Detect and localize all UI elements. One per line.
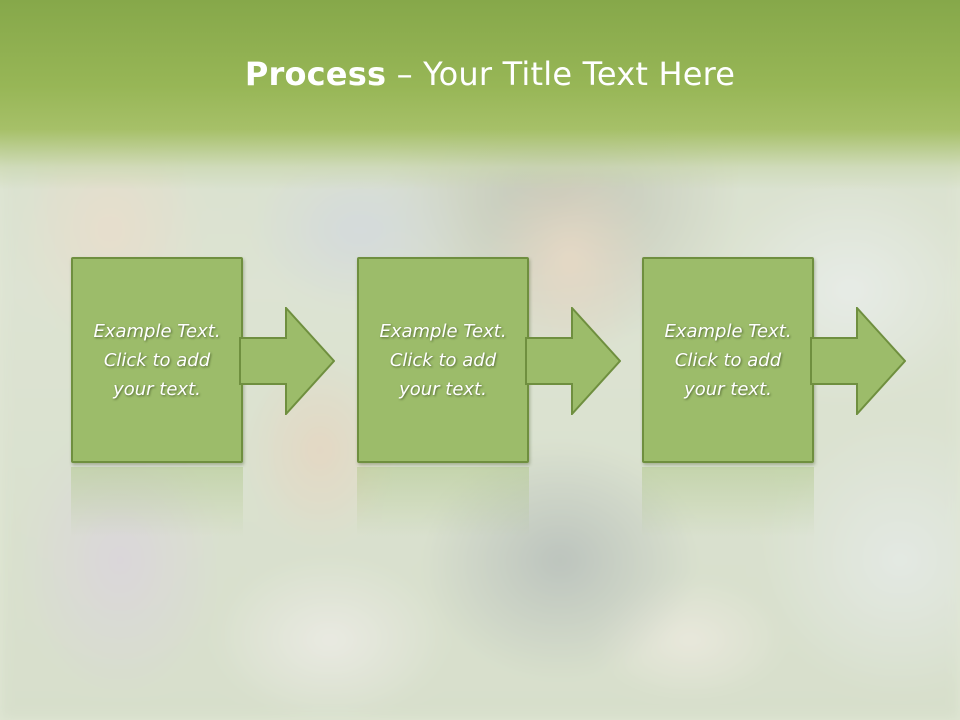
step-text[interactable]: Example Text. Click to add your text. bbox=[664, 320, 792, 400]
step-text[interactable]: Example Text. Click to add your text. bbox=[93, 320, 221, 400]
title-band bbox=[0, 0, 960, 190]
step-reflection bbox=[357, 467, 529, 537]
step-box[interactable]: Example Text. Click to add your text. bbox=[642, 257, 814, 463]
step-reflection bbox=[71, 467, 243, 537]
right-arrow-icon bbox=[239, 307, 335, 415]
step-text[interactable]: Example Text. Click to add your text. bbox=[379, 320, 507, 400]
step-box[interactable]: Example Text. Click to add your text. bbox=[71, 257, 243, 463]
right-arrow-icon bbox=[525, 307, 621, 415]
slide-title[interactable]: Process – Your Title Text Here bbox=[0, 52, 960, 96]
title-bold: Process bbox=[244, 55, 387, 93]
title-rest: – Your Title Text Here bbox=[386, 55, 736, 93]
step-box[interactable]: Example Text. Click to add your text. bbox=[357, 257, 529, 463]
step-reflection bbox=[642, 467, 814, 537]
right-arrow-icon bbox=[810, 307, 906, 415]
